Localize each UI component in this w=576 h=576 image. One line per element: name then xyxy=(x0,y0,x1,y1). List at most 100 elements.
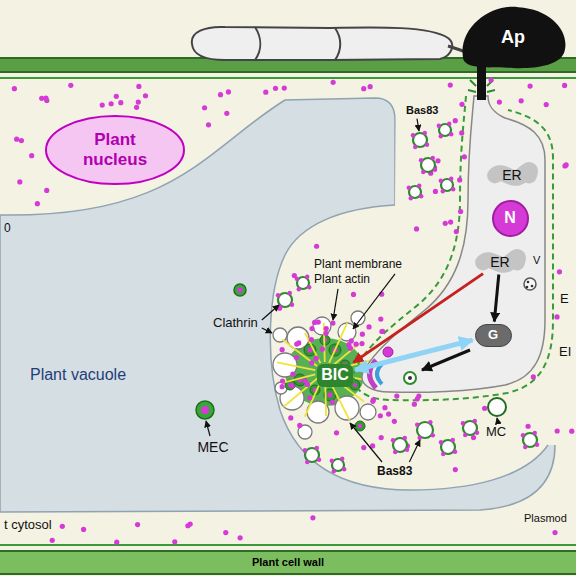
effector-dot xyxy=(263,90,268,95)
effector-dot xyxy=(370,399,375,404)
vesicle-membrane xyxy=(196,401,214,419)
vesicle xyxy=(303,446,321,464)
effector-dot xyxy=(525,424,530,429)
effector-dot xyxy=(461,421,465,425)
appressorium: Ap xyxy=(459,6,567,69)
effector-dot xyxy=(368,84,373,89)
node-text: BIC xyxy=(321,366,349,384)
vesicle xyxy=(196,401,214,419)
effector-dot xyxy=(296,340,301,345)
effector-dot xyxy=(238,535,243,540)
effector-dot xyxy=(423,131,427,135)
effector-dot xyxy=(462,154,467,159)
vesicle-membrane xyxy=(488,398,506,416)
effector-dot xyxy=(218,92,223,97)
node-text: Ap xyxy=(501,27,525,48)
conidium xyxy=(192,27,452,60)
effector-dot xyxy=(330,459,334,463)
effector-dot xyxy=(473,419,477,423)
cut-label: 0 xyxy=(3,222,12,236)
node-text: Plant vacuole xyxy=(30,366,126,384)
effector-dot xyxy=(405,448,409,452)
effector-dot xyxy=(463,433,467,437)
effector-dot xyxy=(531,374,536,379)
vesicle xyxy=(330,457,347,474)
effector-dot xyxy=(407,186,411,190)
effector-dot xyxy=(552,530,557,535)
vesicle xyxy=(415,420,435,440)
vesicle-cargo xyxy=(408,376,412,380)
effector-dot xyxy=(431,156,435,160)
effector-dot xyxy=(419,194,423,198)
effector-dot xyxy=(273,86,278,91)
effector-dot xyxy=(185,523,190,528)
effector-dot xyxy=(340,457,344,461)
effector-dot xyxy=(482,406,487,411)
effector-dot xyxy=(280,384,285,389)
effector-dot xyxy=(458,209,463,214)
fungal-nucleus: N xyxy=(492,200,529,237)
membrane-vesicle xyxy=(273,328,287,342)
effector-dot xyxy=(237,287,242,292)
effector-dot xyxy=(521,433,525,437)
effector-dot xyxy=(443,221,448,226)
effector-dot xyxy=(282,85,287,90)
plant-nucleus: Plant nucleus xyxy=(45,115,185,185)
effector-dot xyxy=(523,445,527,449)
cell-wall-edge xyxy=(0,550,576,552)
effector-dot xyxy=(280,347,285,352)
nucleus-shape xyxy=(46,116,184,184)
effector-dot xyxy=(303,448,307,452)
effector-dot xyxy=(109,101,114,106)
vesicle xyxy=(234,284,246,296)
node-text: ER xyxy=(502,167,521,183)
cytosol-pocket xyxy=(270,96,576,490)
plant-actin-filament xyxy=(329,323,347,363)
effector-dot xyxy=(392,419,397,424)
cell-wall-edge xyxy=(0,573,576,575)
effector-dot xyxy=(439,440,443,444)
effector-dot xyxy=(439,179,443,183)
leader-line xyxy=(497,418,498,423)
effector-dot xyxy=(453,118,458,123)
effector-dot xyxy=(415,422,419,426)
effector-dot xyxy=(201,406,209,414)
effector-dot xyxy=(307,395,312,400)
effector-dot xyxy=(136,84,141,89)
effector-dot xyxy=(134,105,139,110)
septum xyxy=(335,28,340,60)
effector-dot xyxy=(557,269,562,274)
effector-dot xyxy=(327,392,332,397)
effector-dot xyxy=(136,99,141,104)
effector-dot xyxy=(425,143,429,147)
vesicle xyxy=(461,419,479,437)
effector-dot xyxy=(143,93,148,98)
effector-dot xyxy=(60,524,65,529)
bic-shape xyxy=(317,364,353,387)
cut-label: Plasmod xyxy=(523,512,568,525)
effector-dot xyxy=(535,443,539,447)
effector-dot xyxy=(226,89,231,94)
vesicle xyxy=(439,438,457,456)
vesicle xyxy=(439,177,456,194)
effector-dot xyxy=(433,189,438,194)
effector-dot xyxy=(309,326,314,331)
effector-dot xyxy=(320,347,325,352)
vesicle-cargo xyxy=(527,281,530,284)
eihm-dashed-membrane xyxy=(354,96,553,400)
effector-dot xyxy=(39,96,44,101)
effector-dot xyxy=(342,467,346,471)
golgi: G xyxy=(475,324,512,347)
plant-actin-filament xyxy=(305,333,320,363)
effector-dot xyxy=(309,360,314,365)
effector-dot xyxy=(441,452,445,456)
effector-dot xyxy=(393,450,397,454)
effector-dot xyxy=(449,177,453,181)
effector-dot xyxy=(206,122,211,127)
effector-dot xyxy=(14,137,19,142)
effector-dot xyxy=(447,122,451,126)
effector-dot xyxy=(533,431,537,435)
